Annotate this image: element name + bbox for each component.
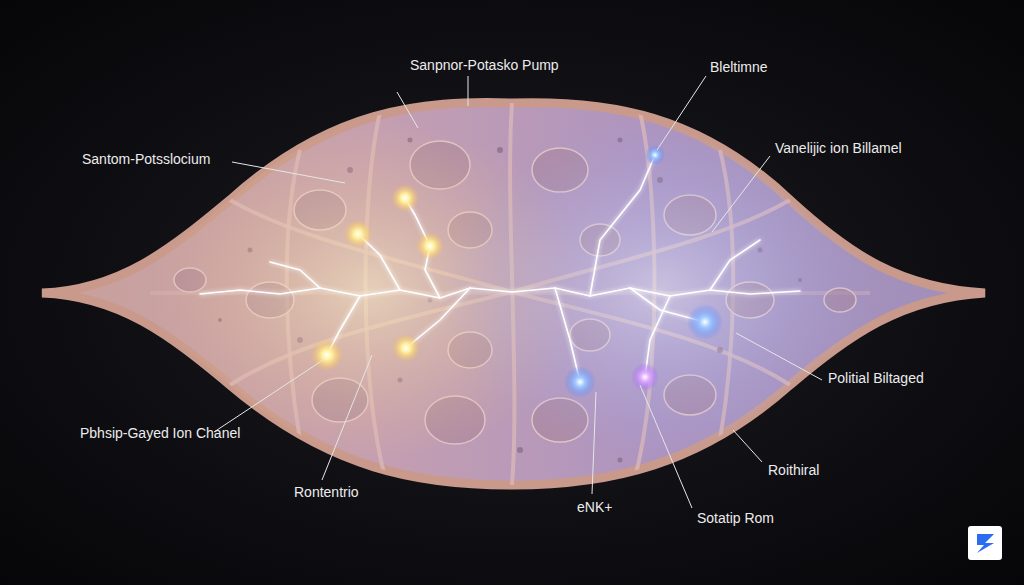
- line-shape: [468, 76, 469, 106]
- cell-interior: [150, 103, 880, 485]
- rect-shape: [968, 526, 1002, 560]
- circle-shape: [618, 458, 623, 463]
- callout-label: Pbhsip-Gayed Ion Chanel: [80, 424, 240, 442]
- path-shape: [710, 240, 760, 290]
- logo-icon: [968, 526, 1002, 560]
- line-shape: [640, 385, 692, 508]
- callout-label: eNK+: [577, 498, 612, 516]
- line-shape: [712, 156, 770, 232]
- path-shape: [270, 262, 320, 288]
- callout-label: Roithiral: [768, 461, 819, 479]
- circle-shape: [564, 366, 596, 398]
- callout-label: Sanpnor-Potasko Pump: [410, 56, 559, 74]
- callout-label: Sotatip Rom: [697, 509, 774, 527]
- signal-lines: [200, 155, 800, 382]
- callout-label: Vanelijic ion Billamel: [775, 139, 902, 157]
- circle-shape: [416, 232, 444, 260]
- line-shape: [322, 355, 372, 480]
- circle-shape: [391, 184, 419, 212]
- path-shape: [977, 534, 994, 553]
- circle-shape: [517, 447, 523, 453]
- callout-label: Politial Biltaged: [828, 369, 924, 387]
- callout-label: Rontentrio: [294, 483, 359, 501]
- line-shape: [232, 162, 345, 183]
- leader-lines: [214, 76, 822, 508]
- glow-dots: [311, 145, 723, 398]
- line-shape: [733, 430, 762, 462]
- circle-shape: [645, 145, 665, 165]
- circle-shape: [392, 334, 420, 362]
- circle-shape: [311, 339, 343, 371]
- line-shape: [214, 360, 323, 432]
- callout-label: Bleltimne: [710, 58, 768, 76]
- circle-shape: [631, 363, 659, 391]
- path-shape: [590, 155, 655, 296]
- circle-shape: [344, 220, 372, 248]
- line-shape: [657, 76, 706, 150]
- line-shape: [592, 392, 596, 494]
- line-shape: [397, 92, 418, 128]
- circle-shape: [687, 304, 723, 340]
- cell-membrane: [42, 103, 985, 485]
- line-shape: [736, 333, 822, 380]
- cool-glow: [440, 120, 880, 460]
- callout-label: Santom-Potsslocium: [82, 150, 210, 168]
